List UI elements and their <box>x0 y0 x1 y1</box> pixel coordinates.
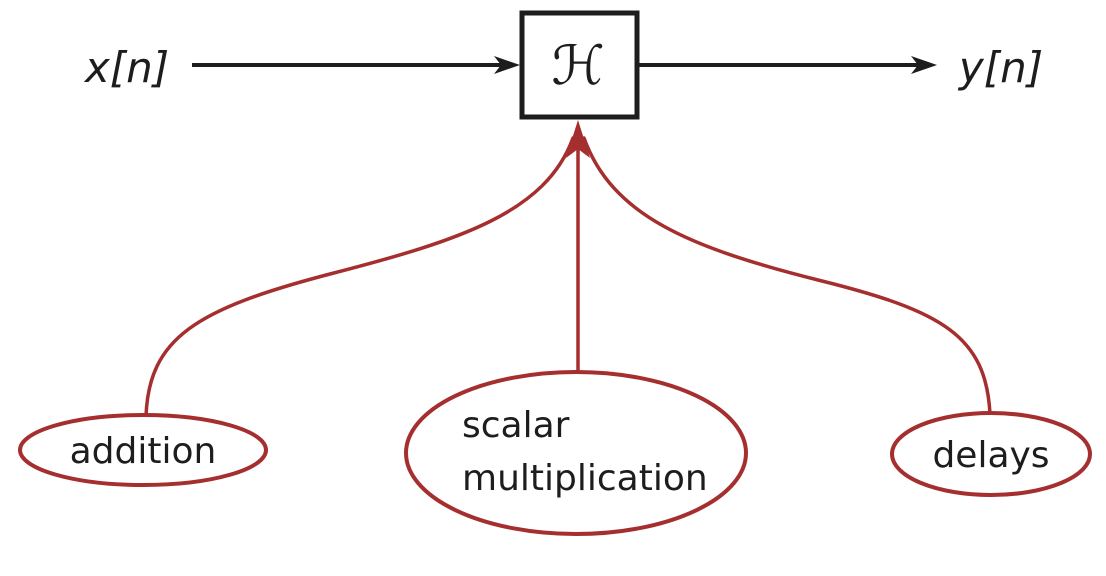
system-box <box>519 10 640 120</box>
output-signal-label: y[n] <box>957 43 1043 92</box>
building-block-nodes: addition scalar multiplication delays <box>18 370 1092 536</box>
node-scalar-multiplication <box>404 370 748 536</box>
red-up-arrowhead-icon <box>566 120 590 158</box>
node-scalar-multiplication-label-line1: scalar <box>462 405 570 446</box>
input-arrowhead-icon <box>494 56 520 74</box>
building-block-connectors <box>144 120 992 418</box>
output-arrowhead-icon <box>911 56 937 74</box>
input-signal-label: x[n] <box>83 43 169 92</box>
signal-flow-row: x[n] ℋ y[n] <box>83 10 1043 120</box>
node-addition-label: addition <box>70 431 217 472</box>
system-operator-label: ℋ <box>551 34 604 97</box>
node-addition <box>18 413 268 487</box>
connector-delays <box>582 136 992 416</box>
node-scalar-multiplication-label-line2: multiplication <box>462 458 708 499</box>
node-delays <box>890 411 1092 497</box>
node-delays-label: delays <box>932 435 1049 476</box>
connector-addition <box>144 136 575 418</box>
